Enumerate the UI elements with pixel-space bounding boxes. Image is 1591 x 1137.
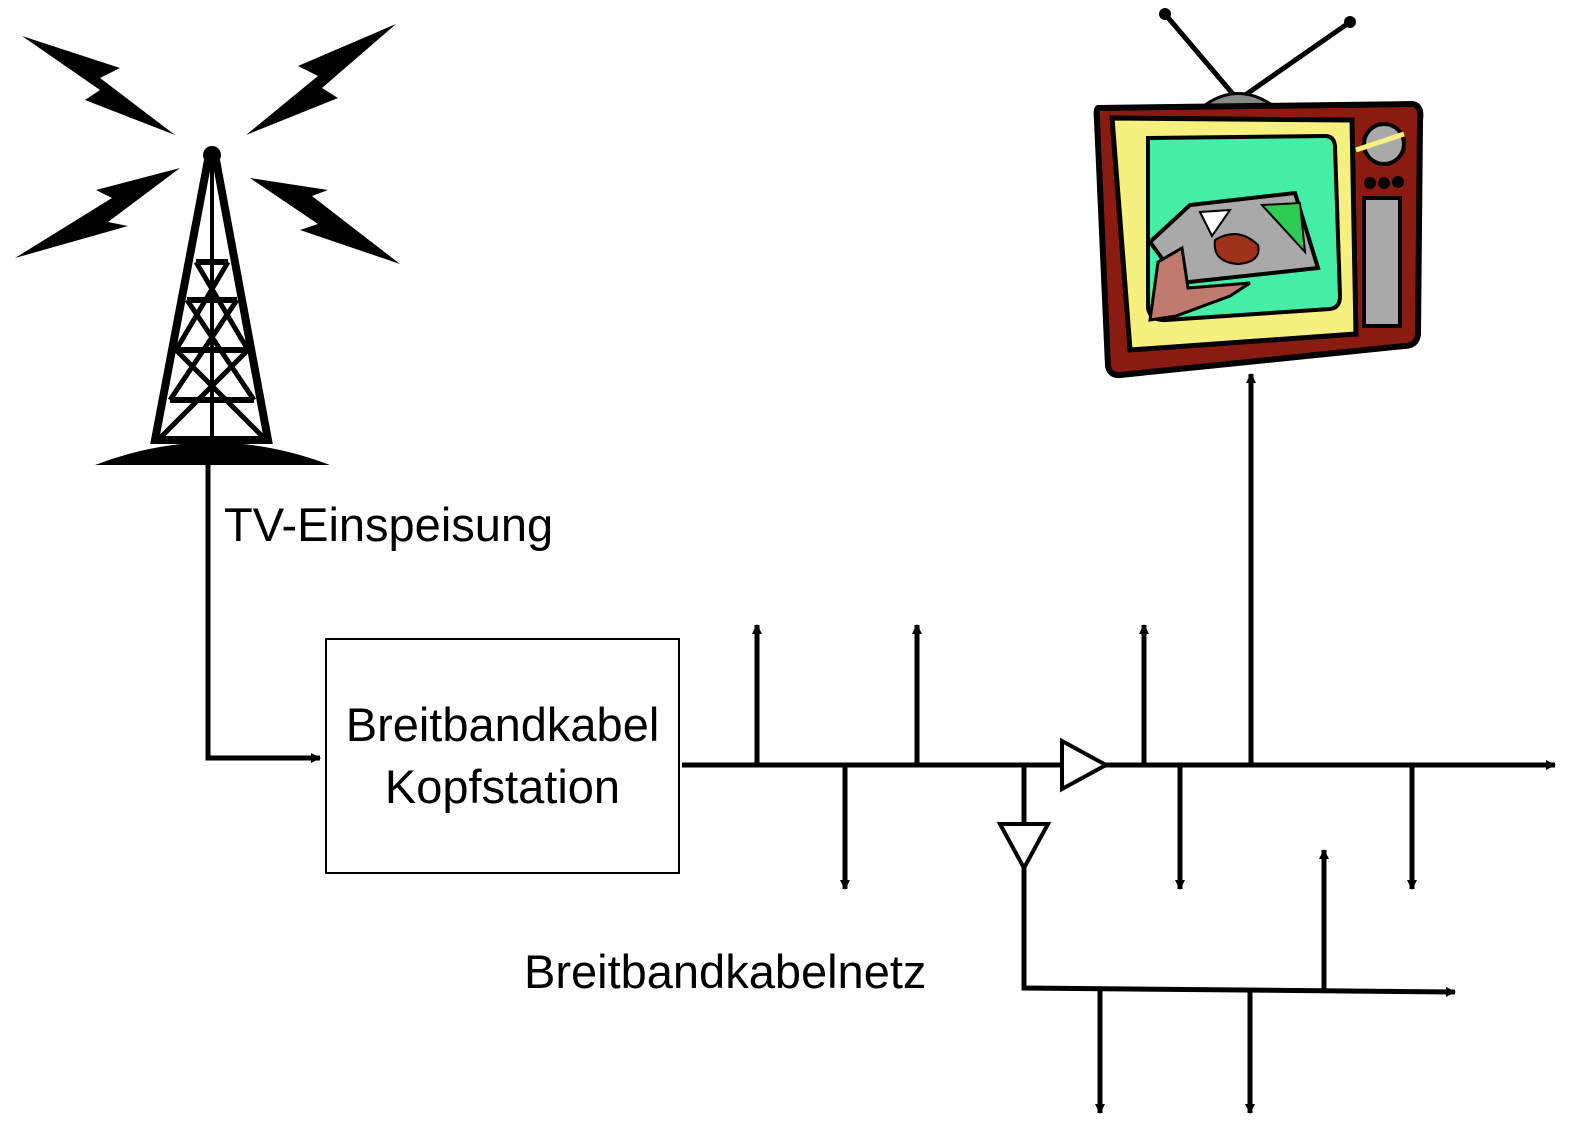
headend-label-line1: Breitbandkabel	[345, 698, 660, 751]
radio-tower-icon	[15, 24, 400, 465]
branch-amplifier	[996, 822, 1052, 873]
feed-line	[205, 465, 321, 763]
headend-box: Breitbandkabel Kopfstation	[325, 638, 680, 874]
tap-arrows	[752, 373, 1417, 1114]
network-label: Breitbandkabelnetz	[524, 945, 927, 998]
retro-tv-icon	[1093, 8, 1424, 379]
feed-label: TV-Einspeisung	[224, 498, 554, 551]
headend-label-line2: Kopfstation	[384, 760, 621, 813]
branch-line	[1021, 765, 1456, 997]
trunk-amplifier	[1060, 737, 1111, 793]
